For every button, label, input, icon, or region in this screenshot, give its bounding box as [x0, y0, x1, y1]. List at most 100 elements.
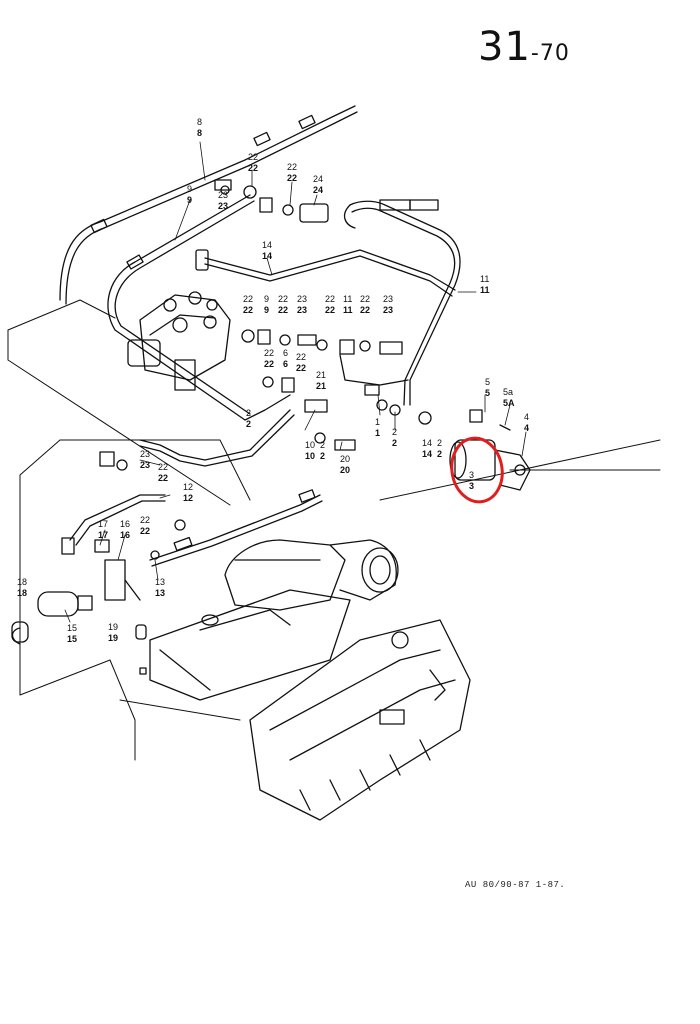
part-label-p2b: 22 [392, 427, 397, 448]
part-number-bottom: 22 [264, 359, 274, 369]
part-number-top: 4 [524, 412, 529, 422]
fuel-line-13 [149, 489, 323, 567]
part-label-p9b: 99 [264, 294, 269, 315]
part-number-bottom: 22 [360, 305, 370, 315]
leader-lines [19, 141, 527, 623]
part-number-bottom: 21 [316, 381, 326, 391]
part-number-bottom: 16 [120, 530, 130, 540]
part-number-top: 22 [325, 294, 335, 304]
part-number-top: 10 [305, 440, 315, 450]
part-number-top: 11 [343, 294, 352, 304]
fuel-accumulator [11, 559, 147, 675]
part-number-bottom: 14 [422, 449, 432, 459]
part-number-top: 23 [218, 190, 228, 200]
part-number-bottom: 17 [98, 530, 108, 540]
part-number-top: 5 [485, 377, 490, 387]
part-number-top: 22 [264, 348, 274, 358]
part-number-bottom: 22 [248, 163, 258, 173]
part-number-bottom: 2 [392, 438, 397, 448]
part-number-top: 13 [155, 577, 165, 587]
part-number-top: 17 [98, 519, 108, 529]
part-number-bottom: 2 [320, 451, 325, 461]
highlight-circle [450, 436, 504, 504]
part-number-top: 20 [340, 454, 350, 464]
part-number-top: 2 [437, 438, 442, 448]
part-number-bottom: 22 [287, 173, 297, 183]
part-number-top: 6 [283, 348, 288, 358]
part-number-bottom: 23 [218, 201, 228, 211]
part-number-bottom: 8 [197, 128, 202, 138]
part-label-p3: 33 [469, 470, 474, 491]
part-number-top: 22 [296, 352, 306, 362]
part-number-top: 22 [158, 462, 168, 472]
fuel-line-12 [61, 494, 166, 555]
fuel-line-14 [195, 249, 456, 297]
part-number-top: 2 [320, 440, 325, 450]
part-number-bottom: 19 [108, 633, 118, 643]
part-number-bottom: 22 [278, 305, 288, 315]
part-label-p2d: 22 [320, 440, 325, 461]
part-number-top: 22 [140, 515, 150, 525]
page-number-main: 31 [478, 24, 531, 70]
part-number-bottom: 2 [437, 449, 442, 459]
part-number-bottom: 22 [243, 305, 253, 315]
part-number-bottom: 18 [17, 588, 27, 598]
fuel-distributor [127, 291, 231, 391]
part-number-bottom: 2 [246, 419, 251, 429]
part-number-bottom: 9 [264, 305, 269, 315]
part-number-bottom: 3 [469, 481, 474, 491]
part-number-bottom: 14 [262, 251, 272, 261]
fuel-line-9 [107, 194, 255, 421]
part-label-p4: 44 [524, 412, 529, 433]
part-number-top: 22 [278, 294, 288, 304]
part-number-top: 5a [503, 387, 513, 397]
part-number-bottom: 22 [158, 473, 168, 483]
part-number-bottom: 22 [296, 363, 306, 373]
part-number-top: 23 [297, 294, 307, 304]
part-number-top: 16 [120, 519, 130, 529]
part-label-p5: 55 [485, 377, 490, 398]
part-number-bottom: 5A [503, 398, 515, 408]
part-number-top: 14 [422, 438, 432, 448]
part-number-top: 9 [264, 294, 269, 304]
part-number-top: 12 [183, 482, 193, 492]
part-number-bottom: 20 [340, 465, 350, 475]
part-number-top: 22 [248, 152, 258, 162]
fuel-line-2 [139, 394, 295, 467]
part-number-top: 2 [392, 427, 397, 437]
part-label-p2a: 22 [246, 408, 251, 429]
part-number-bottom: 24 [313, 185, 323, 195]
part-number-top: 18 [17, 577, 27, 587]
page-number-suffix: -70 [530, 41, 570, 66]
warm-up-regulator [449, 409, 531, 491]
part-number-bottom: 11 [343, 305, 353, 315]
part-number-top: 24 [313, 174, 323, 184]
part-number-bottom: 4 [524, 423, 529, 433]
part-number-bottom: 1 [375, 428, 380, 438]
part-number-top: 8 [197, 117, 202, 127]
part-number-top: 9 [187, 184, 192, 194]
